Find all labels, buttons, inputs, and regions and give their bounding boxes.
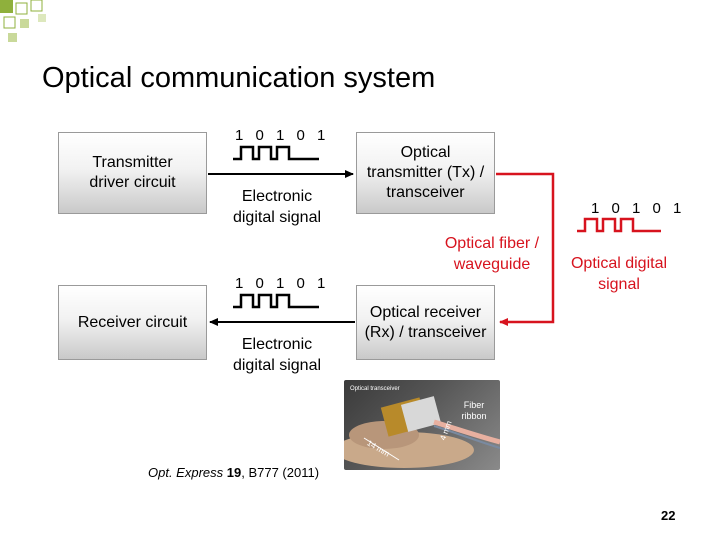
photo-caption: Optical transceiver [350,386,400,392]
optical-transmitter-box: Optical transmitter (Tx) / transceiver [356,132,495,214]
optical-waveform [577,217,661,233]
reference-journal: Opt. Express [148,465,224,480]
top-signal-label: Electronic digital signal [232,188,322,226]
bottom-waveform [233,293,319,309]
top-bits: 1 0 1 0 1 [235,127,330,144]
transceiver-photo-drawing [344,396,500,468]
reference-rest: , B777 (2011) [241,465,320,480]
transmitter-driver-label: Transmitter driver circuit [89,154,176,191]
transceiver-photo: Optical transceiver Fiber ribbon 14 mm 4… [344,380,500,470]
receiver-circuit-box: Receiver circuit [58,285,207,360]
optical-fiber-path [496,172,555,326]
top-waveform [233,145,319,161]
optical-receiver-box: Optical receiver (Rx) / transceiver [356,285,495,360]
optical-fiber-label: Optical fiber / waveguide [444,235,540,273]
page-number: 22 [661,508,676,523]
optical-transmitter-label: Optical transmitter (Tx) / transceiver [366,144,485,201]
optical-bits: 1 0 1 0 1 [591,200,686,217]
corner-decoration [0,0,46,42]
optical-signal-label: Optical digital signal [570,255,668,293]
optical-receiver-label: Optical receiver (Rx) / transceiver [364,303,487,341]
reference-citation: Opt. Express 19, B777 (2011) [148,465,319,480]
bottom-bits: 1 0 1 0 1 [235,275,330,292]
receiver-circuit-label: Receiver circuit [77,313,188,331]
bottom-signal-label: Electronic digital signal [232,336,322,374]
slide-title: Optical communication system [42,62,436,94]
transmitter-driver-box: Transmitter driver circuit [58,132,207,214]
fiber-ribbon-label: Fiber ribbon [461,400,487,421]
reference-volume: 19 [226,465,242,480]
